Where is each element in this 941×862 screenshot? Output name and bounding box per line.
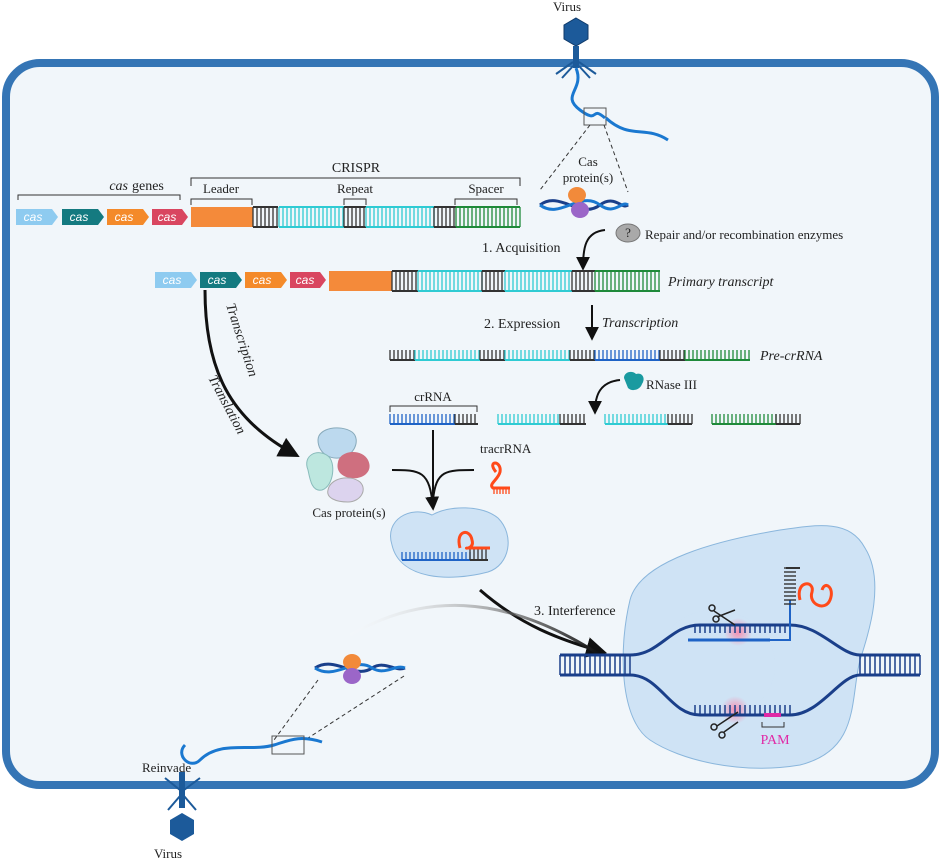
interference-label: 3. Interference: [534, 604, 616, 619]
expression-label: 2. Expression: [484, 317, 560, 332]
gene-arrow: cas: [245, 272, 287, 288]
cas-protein-cluster: [306, 427, 370, 503]
virus-top-label: Virus: [553, 0, 581, 14]
svg-text:Cas: Cas: [578, 154, 598, 169]
crispr-array-mid: [329, 270, 660, 292]
svg-text:cas: cas: [70, 210, 89, 224]
cas-protein-top: Cas protein(s): [539, 154, 629, 218]
svg-text:cas: cas: [158, 210, 177, 224]
rnase-label: RNase III: [646, 377, 697, 392]
gene-arrow: cas: [290, 272, 326, 288]
cas-genes-label-italic: cas: [109, 179, 128, 194]
svg-text:cas: cas: [24, 210, 43, 224]
primary-transcript-label: Primary transcript: [667, 275, 775, 290]
repair-label: Repair and/or recombination enzymes: [645, 227, 843, 242]
crrna-fragments: [389, 414, 801, 425]
gene-arrow: cas: [62, 209, 104, 225]
crrna-label: crRNA: [414, 389, 452, 404]
spacer-label: Spacer: [468, 181, 504, 196]
pre-crrna: [389, 350, 750, 361]
tracrrna-shape: [490, 461, 510, 490]
acquisition-label: 1. Acquisition: [482, 241, 561, 256]
target-dna: PAM: [559, 567, 921, 748]
svg-text:cas: cas: [253, 273, 272, 287]
repeat-label: Repeat: [337, 181, 373, 196]
virus-bottom-label: Virus: [154, 846, 182, 861]
svg-text:cas: cas: [296, 273, 315, 287]
gene-arrow: cas: [200, 272, 242, 288]
repair-enzyme-icon: [615, 223, 641, 243]
scissors-icon: [710, 711, 739, 739]
pam-label: PAM: [760, 733, 790, 748]
reinvade-label: Reinvade: [142, 760, 191, 775]
gene-arrow: cas: [155, 272, 197, 288]
effector-complex: [390, 507, 509, 578]
svg-text:?: ?: [625, 225, 631, 240]
scissors-icon: [708, 604, 736, 626]
crispr-array-top: [191, 206, 521, 228]
svg-text:cas: cas: [208, 273, 227, 287]
gene-row-mid: cas cas cas cas: [155, 272, 326, 288]
virus-bottom: Reinvade Virus: [142, 654, 406, 861]
translation-arrow: [203, 289, 300, 457]
gene-arrow: cas: [152, 209, 188, 225]
leader-label: Leader: [203, 181, 240, 196]
svg-text:cas: cas: [163, 273, 182, 287]
pre-crrna-label: Pre-crRNA: [759, 349, 823, 364]
gene-arrow: cas: [16, 209, 58, 225]
virus-top: Virus: [539, 0, 669, 193]
rnase-icon: [624, 371, 644, 391]
cas-proteins-label: Cas protein(s): [312, 505, 385, 520]
gene-arrow: cas: [107, 209, 149, 225]
tracrrna-label: tracrRNA: [480, 441, 532, 456]
cas-genes-label-rest: genes: [132, 179, 164, 194]
gene-row-top: cas cas cas cas: [16, 209, 188, 225]
svg-text:cas: cas: [115, 210, 134, 224]
transcription-label: Transcription: [602, 316, 678, 331]
svg-text:protein(s): protein(s): [563, 170, 614, 185]
crispr-label: CRISPR: [332, 161, 381, 176]
